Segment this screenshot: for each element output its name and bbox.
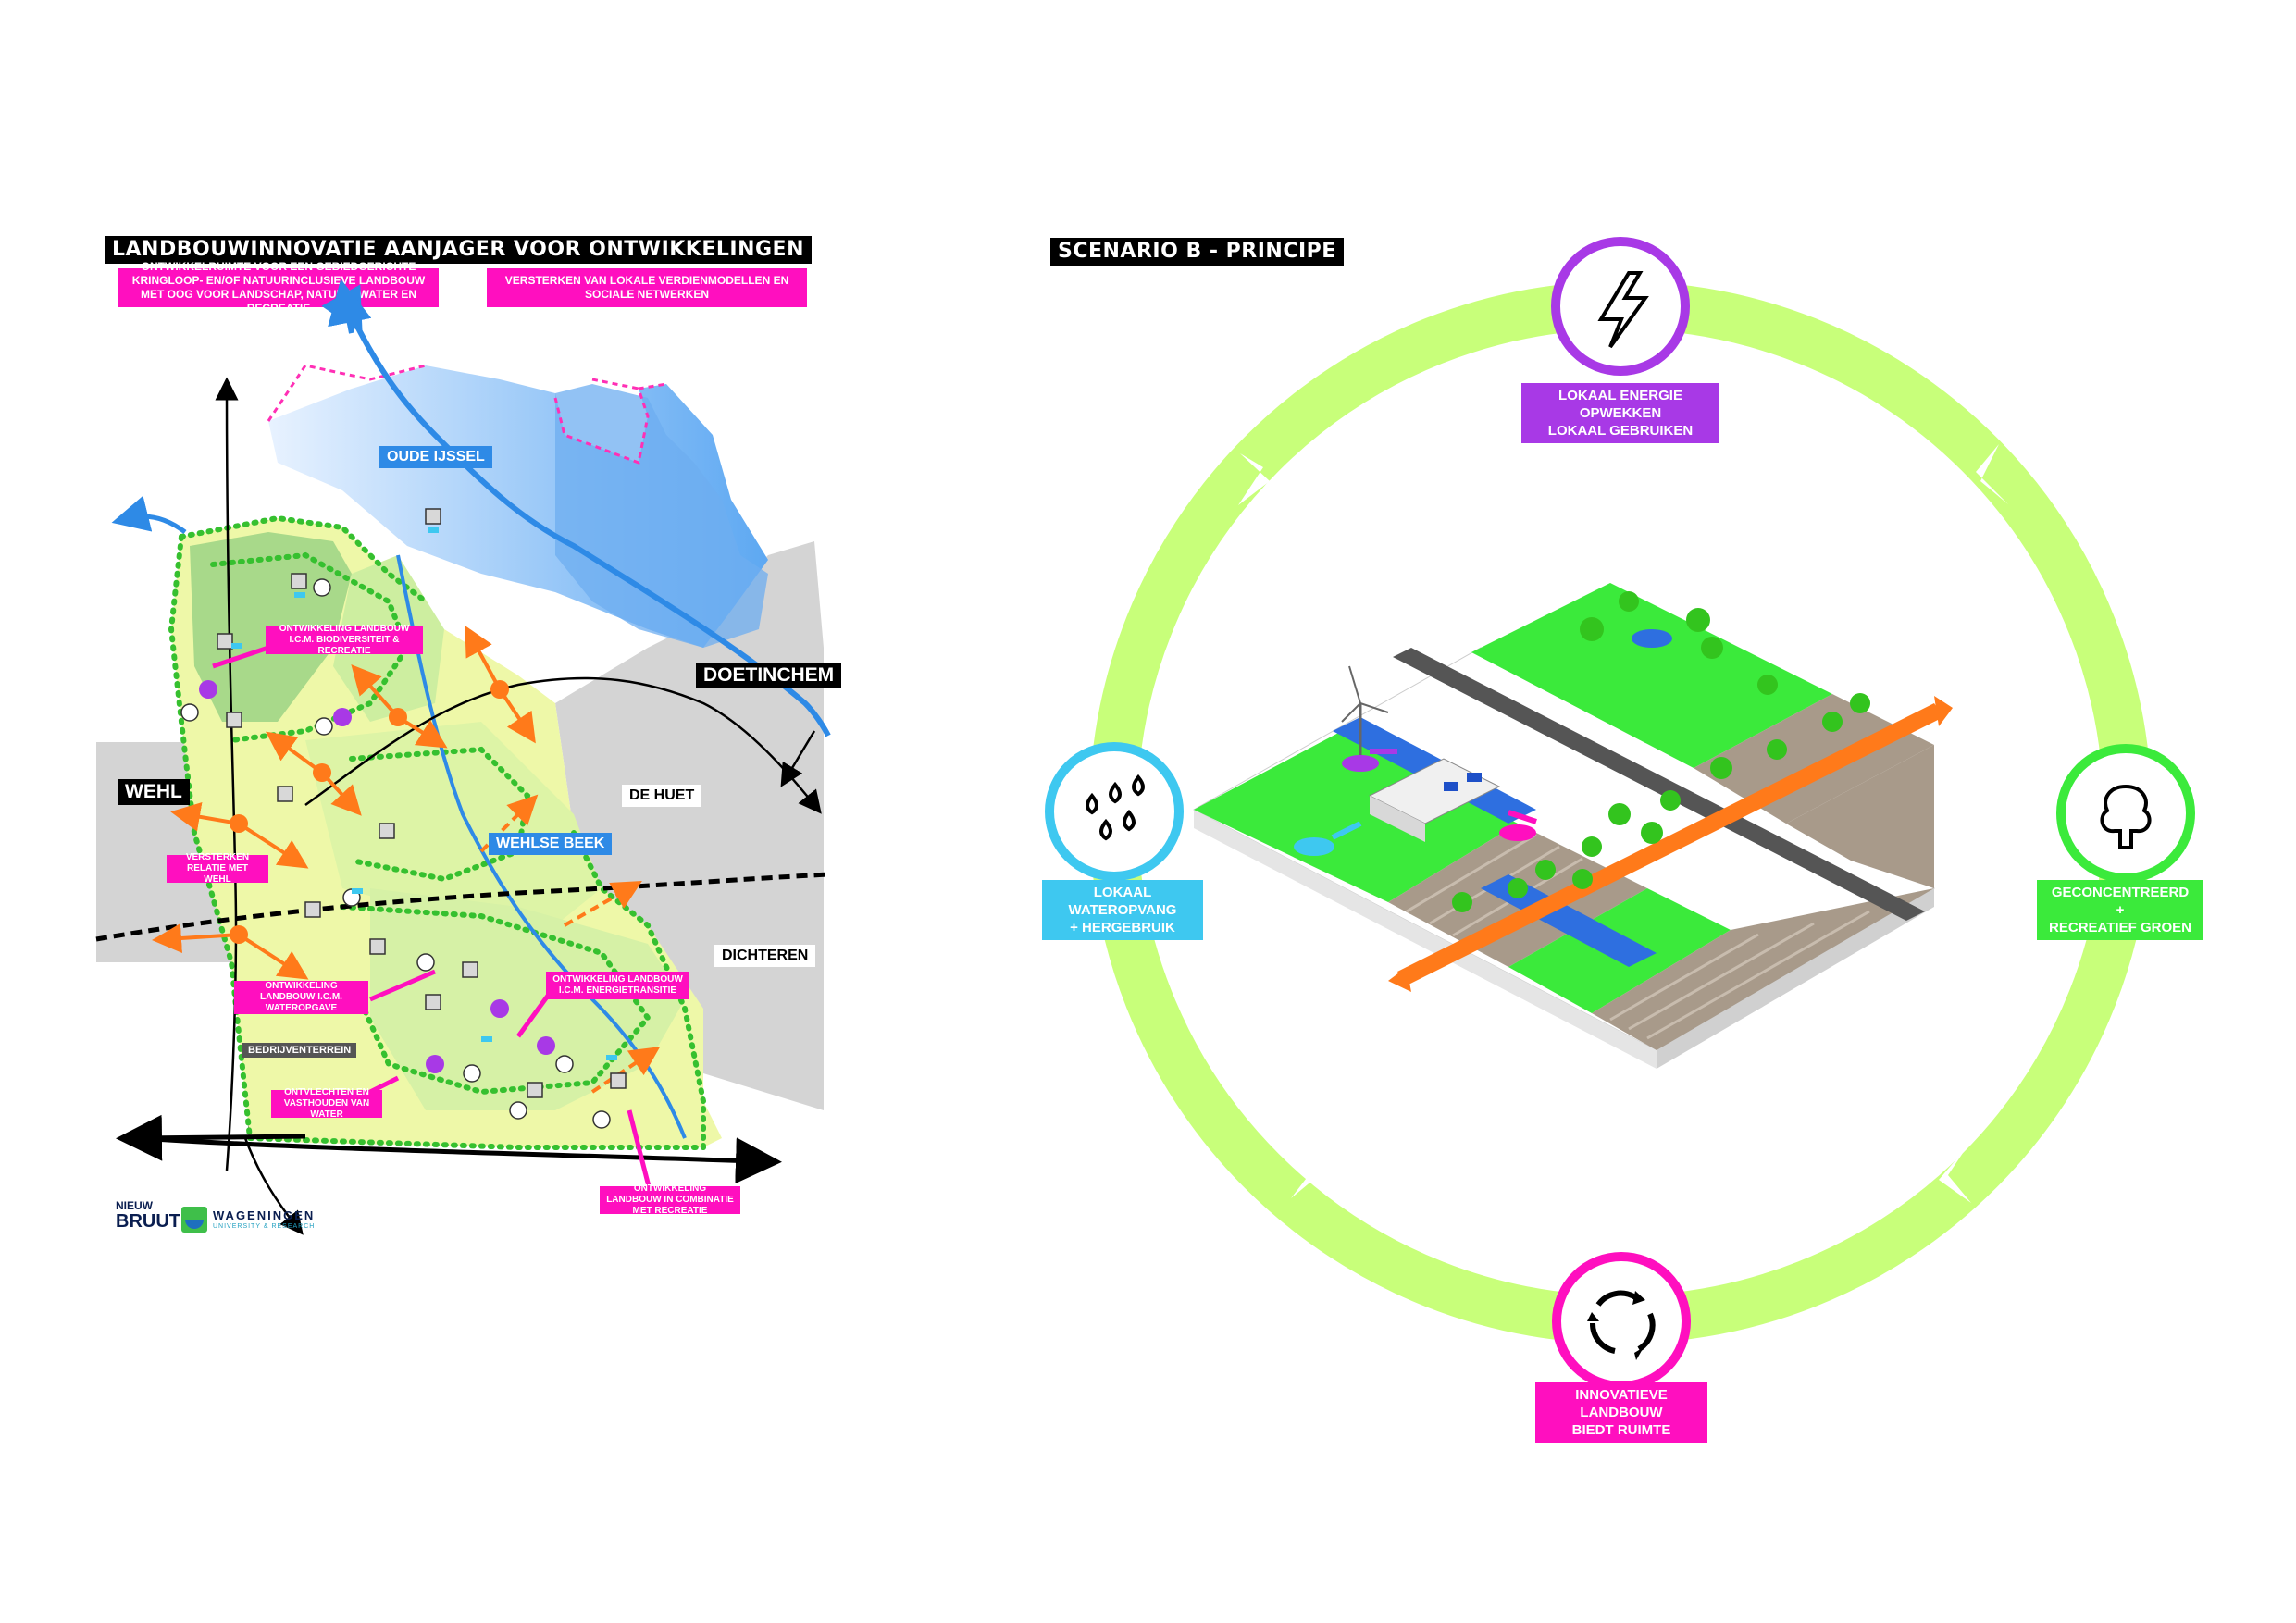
oude-ijssel-river bbox=[340, 296, 831, 737]
label-bedrijventerrein: BEDRIJVENTERREIN bbox=[242, 1043, 357, 1058]
badge-green: GECONCENTREERD + RECREATIEF GROEN bbox=[2037, 880, 2203, 940]
top-box-verdienmodellen: VERSTERKEN VAN LOKALE VERDIENMODELLEN EN… bbox=[487, 268, 807, 307]
energy-icon-circle bbox=[1551, 237, 1690, 376]
badge-energy: LOKAAL ENERGIE OPWEKKEN LOKAAL GEBRUIKEN bbox=[1521, 383, 1719, 443]
badge-water: LOKAAL WATEROPVANG + HERGEBRUIK bbox=[1042, 880, 1203, 940]
label-oude-ijssel: OUDE IJSSEL bbox=[379, 446, 492, 468]
railway bbox=[95, 872, 829, 942]
badge-energy-line1: LOKAAL ENERGIE OPWEKKEN bbox=[1558, 388, 1682, 421]
tree-icon-circle bbox=[2056, 744, 2195, 883]
badge-water-line1: LOKAAL WATEROPVANG bbox=[1068, 885, 1177, 918]
label-dichteren: DICHTEREN bbox=[714, 945, 816, 967]
map-title: LANDBOUWINNOVATIE AANJAGER VOOR ONTWIKKE… bbox=[105, 236, 812, 264]
badge-green-line1: GECONCENTREERD + bbox=[2051, 885, 2190, 918]
logo-bruut-text: BRUUT bbox=[116, 1211, 180, 1232]
road-north-south bbox=[215, 377, 239, 1171]
badge-green-line2: RECREATIEF GROEN bbox=[2049, 920, 2191, 935]
callout-wateropgave: ONTWIKKELING LANDBOUW I.C.M. WATEROPGAVE bbox=[234, 981, 368, 1014]
logo-nieuw-bruut: NIEUW BRUUT bbox=[116, 1199, 180, 1232]
recycle-icon-circle bbox=[1552, 1252, 1691, 1391]
badge-agri: INNOVATIEVE LANDBOUW BIEDT RUIMTE bbox=[1535, 1382, 1707, 1443]
callout-recreatie: ONTWIKKELING LANDBOUW IN COMBINATIE MET … bbox=[600, 1183, 740, 1216]
label-de-huet: DE HUET bbox=[622, 785, 702, 807]
callout-relatie-wehl: VERSTERKEN RELATIE MET WEHL bbox=[167, 852, 268, 885]
road-east-west bbox=[304, 676, 822, 814]
label-wehl: WEHL bbox=[118, 779, 190, 805]
badge-energy-line2: LOKAAL GEBRUIKEN bbox=[1547, 423, 1694, 439]
logo-wageningen-text: WAGENINGEN bbox=[213, 1208, 316, 1222]
badge-agri-line1: INNOVATIEVE LANDBOUW bbox=[1575, 1387, 1668, 1420]
orange-nodes bbox=[230, 680, 509, 944]
badge-agri-line2: BIEDT RUIMTE bbox=[1571, 1422, 1671, 1438]
logo-nieuw-text: NIEUW bbox=[116, 1199, 153, 1212]
label-wehlse-beek: WEHLSE BEEK bbox=[489, 833, 613, 855]
map-icons bbox=[180, 508, 627, 1129]
orange-arrows bbox=[152, 625, 661, 1094]
logo-wageningen-sub: UNIVERSITY & RESEARCH bbox=[213, 1223, 316, 1230]
callout-water: ONTVLECHTEN EN VASTHOUDEN VAN WATER bbox=[271, 1087, 382, 1120]
badge-water-line2: + HERGEBRUIK bbox=[1070, 920, 1175, 935]
wageningen-logo-mark bbox=[181, 1207, 207, 1233]
label-doetinchem: DOETINCHEM bbox=[696, 663, 842, 688]
scenario-title: SCENARIO B - PRINCIPE bbox=[1050, 238, 1344, 266]
isometric-landscape bbox=[1192, 583, 1953, 1069]
water-icon-circle bbox=[1045, 742, 1184, 881]
callout-energietransitie: ONTWIKKELING LANDBOUW I.C.M. ENERGIETRAN… bbox=[546, 972, 689, 999]
callout-biodiversiteit: ONTWIKKELING LANDBOUW I.C.M. BIODIVERSIT… bbox=[266, 624, 423, 656]
